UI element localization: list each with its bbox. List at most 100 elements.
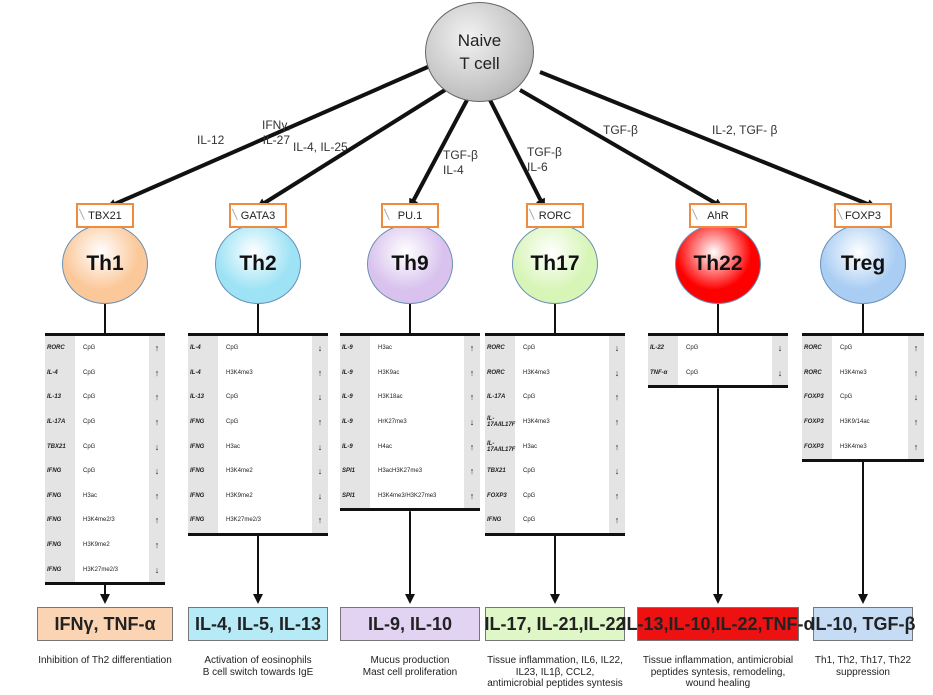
edge-label-il12: IL-12 xyxy=(197,133,225,147)
tf-box-th9: PU.1 xyxy=(381,203,439,228)
gene-cell: TBX21 xyxy=(485,458,515,484)
direction-cell: ↓ xyxy=(609,336,625,361)
gene-cell: IFNG xyxy=(45,483,75,509)
table-row: FOXP3 CpG ↓ xyxy=(802,385,924,410)
mark-cell: HrK27me3 xyxy=(378,419,407,426)
mark-cell: H3ac xyxy=(523,443,538,450)
mark-cell: CpG xyxy=(83,394,96,401)
gene-cell: FOXP3 xyxy=(802,434,832,459)
mark-cell: CpG xyxy=(83,369,96,376)
cytokine-box-th22: IL-13,IL-10,IL-22,TNF-α xyxy=(621,607,815,641)
gene-cell: IFNG xyxy=(188,409,218,435)
gene-cell: IFNG xyxy=(188,458,218,484)
direction-cell: ↓ xyxy=(464,409,480,435)
mark-cell: H3K4me3 xyxy=(840,369,867,376)
mark-cell: CpG xyxy=(686,345,699,352)
tf-label: FOXP3 xyxy=(844,209,882,222)
direction-cell: ↑ xyxy=(149,360,165,386)
naive-t-cell-node: Naive T cell xyxy=(425,2,534,102)
mark-cell: CpG xyxy=(83,468,96,475)
mark-cell: CpG xyxy=(523,468,536,475)
direction-cell: ↓ xyxy=(312,458,328,484)
direction-cell: ↑ xyxy=(464,458,480,484)
gene-cell: IFNG xyxy=(188,434,218,459)
direction-cell: ↓ xyxy=(609,458,625,484)
mark-cell: H3K27me2/3 xyxy=(83,566,119,573)
tf-mark-icon xyxy=(383,206,396,220)
mark-cell: H3K4me2/3 xyxy=(83,517,115,524)
arrow-to-th1 xyxy=(106,64,431,209)
tf-mark-icon xyxy=(691,206,704,220)
function-description-th1: Inhibition of Th2 differentiation xyxy=(38,655,172,666)
direction-cell: ↑ xyxy=(609,409,625,435)
mark-cell: H3K9/14ac xyxy=(840,419,870,426)
gene-cell: RORC xyxy=(802,336,832,361)
gene-cell: IL-17A/IL17F xyxy=(485,434,515,459)
table-row: IL-17A CpG ↑ xyxy=(45,409,165,435)
cell-th9: Th9 xyxy=(367,224,453,304)
mark-cell: CpG xyxy=(840,345,853,352)
function-description-th2: Activation of eosinophils B cell switch … xyxy=(202,655,314,678)
mark-cell: H4ac xyxy=(378,443,393,450)
direction-cell: ↑ xyxy=(149,409,165,435)
direction-cell: ↓ xyxy=(312,336,328,361)
mark-cell: H3K4me3 xyxy=(226,369,253,376)
direction-cell: ↑ xyxy=(149,385,165,410)
mark-cell: H3ac xyxy=(378,345,393,352)
mark-cell: H3ac xyxy=(226,443,241,450)
gene-cell: IL-9 xyxy=(340,336,370,361)
gene-cell: FOXP3 xyxy=(485,483,515,509)
cytokine-box-treg: IL-10, TGF-β xyxy=(811,607,916,641)
gene-cell: RORC xyxy=(802,360,832,386)
cell-th1: Th1 xyxy=(62,224,148,304)
mark-cell: H3K4me3 xyxy=(523,419,550,426)
direction-cell: ↓ xyxy=(149,434,165,459)
function-description-th17: Tissue inflammation, IL6, IL22, IL23, IL… xyxy=(487,655,623,689)
table-row: TBX21 CpG ↓ xyxy=(485,458,625,484)
direction-cell: ↑ xyxy=(908,434,924,459)
gene-cell: FOXP3 xyxy=(802,385,832,410)
arrow-to-th2 xyxy=(256,88,447,209)
mark-cell: CpG xyxy=(83,419,96,426)
gene-cell: IFNG xyxy=(188,508,218,533)
arrow-to-th9 xyxy=(408,99,469,209)
direction-cell: ↓ xyxy=(908,385,924,410)
function-description-treg: Th1, Th2, Th17, Th22 suppression xyxy=(814,655,912,678)
mark-cell: H3K9ac xyxy=(378,369,400,376)
edge-label-tgfb: TGF-β xyxy=(603,123,638,137)
gene-cell: IL-17A xyxy=(45,409,75,435)
mark-cell: CpG xyxy=(840,394,853,401)
cytokine-box-th1: IFNγ, TNF-α xyxy=(37,607,173,641)
direction-cell: ↑ xyxy=(312,409,328,435)
gene-cell: RORC xyxy=(485,360,515,386)
gene-cell: IFNG xyxy=(45,508,75,533)
edge-label-tgfb-il4: TGF-β IL-4 xyxy=(443,148,478,177)
direction-cell: ↑ xyxy=(464,385,480,410)
gene-cell: IL-9 xyxy=(340,360,370,386)
cell-th17: Th17 xyxy=(512,224,598,304)
gene-cell: SPI1 xyxy=(340,483,370,509)
mark-cell: CpG xyxy=(523,517,536,524)
gene-cell: IL-13 xyxy=(45,385,75,410)
